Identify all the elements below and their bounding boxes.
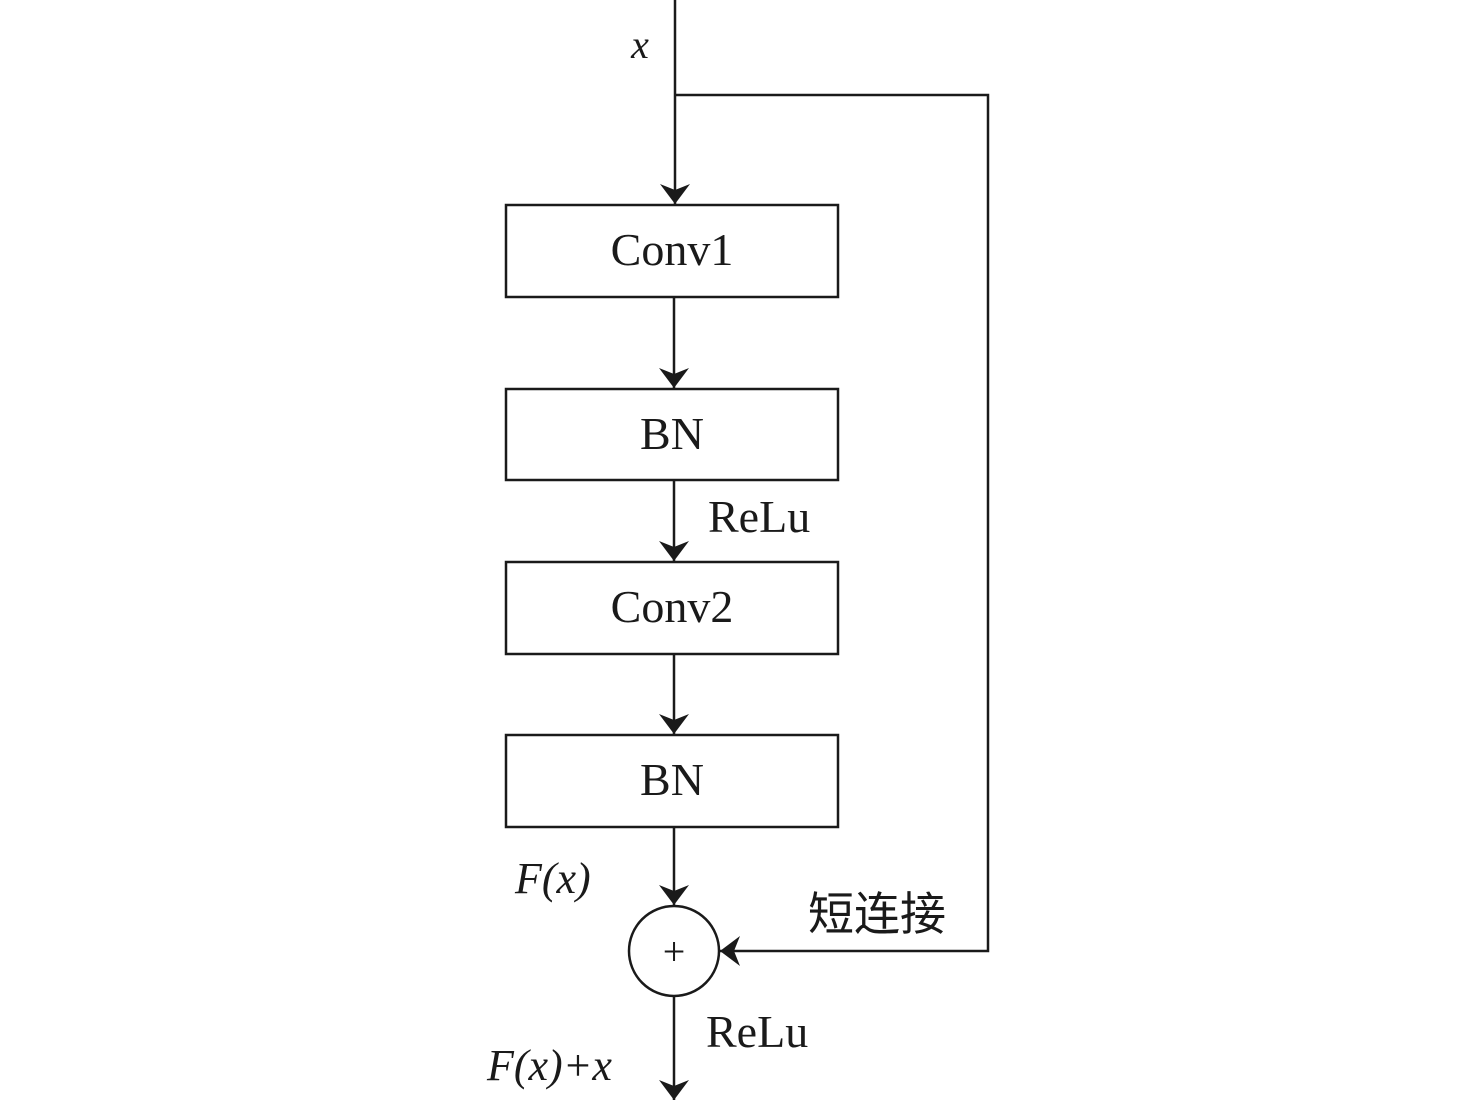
- block-label-bn-2: BN: [640, 754, 704, 805]
- shortcut-label: 短连接: [808, 889, 946, 940]
- block-bn-1: [504, 387, 840, 482]
- input-label: x: [630, 22, 649, 67]
- block-label-conv1: Conv1: [611, 224, 734, 275]
- output-label: F(x)+x: [486, 1041, 612, 1090]
- block-label-bn-1: BN: [640, 408, 704, 459]
- block-conv1: [504, 203, 840, 299]
- block-bn-2: [504, 733, 840, 829]
- block-conv2: [504, 560, 840, 656]
- shortcut-connection: [675, 93, 990, 966]
- sum-symbol: +: [663, 929, 686, 974]
- relu-label-2: ReLu: [706, 1006, 808, 1057]
- residual-label: F(x): [514, 854, 591, 903]
- block-label-conv2: Conv2: [611, 581, 734, 632]
- relu-label-1: ReLu: [708, 491, 810, 542]
